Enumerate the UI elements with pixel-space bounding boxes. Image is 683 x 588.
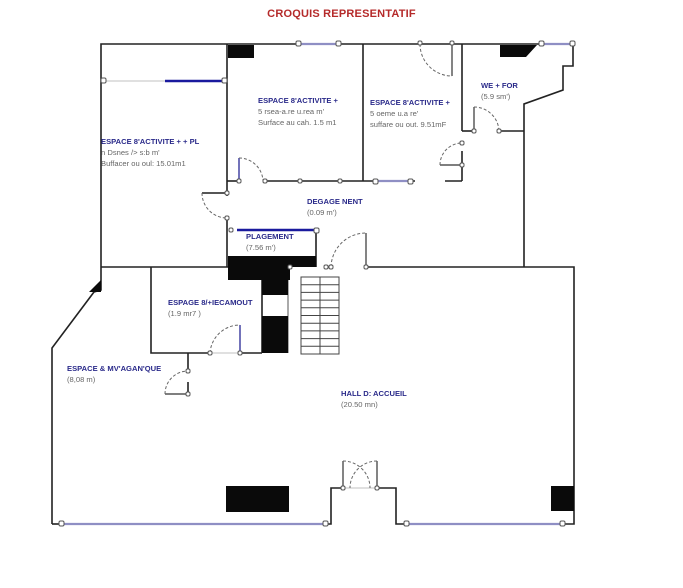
- room-name: ESPACE 8'ACTIVITE +: [370, 98, 450, 107]
- plan-title: CROQUIS REPRESENTATIF: [267, 8, 416, 20]
- jamb-markers: [58, 40, 576, 527]
- room-area: (5.9 sm'): [481, 92, 511, 101]
- room-area: suffare ou out. 9.51mF: [370, 120, 447, 129]
- windows: [61, 42, 573, 526]
- room-name: WE + FOR: [481, 81, 518, 90]
- room-activite-1: ESPACE 8'ACTIVITE + 5 rsea-a.re u.rea m'…: [258, 95, 338, 128]
- room-name: HALL D: ACCUEIL: [341, 389, 407, 398]
- room-name: PLAGEMENT: [246, 232, 294, 241]
- room-wc: WE + FOR (5.9 sm'): [481, 80, 518, 102]
- room-area: Surface au cah. 1.5 m1: [258, 118, 337, 127]
- room-name: ESPACE 8'ACTIVITE +: [258, 96, 338, 105]
- room-plagement: PLAGEMENT (7.56 m'): [246, 231, 294, 253]
- room-area: (7.56 m'): [246, 243, 276, 252]
- room-area: (8,08 m): [67, 375, 96, 384]
- room-detail: 5 rsea-a.re u.rea m': [258, 107, 325, 116]
- room-activite-2: ESPACE 8'ACTIVITE + 5 oeme u.a re' suffa…: [370, 97, 450, 130]
- room-name: ESPACE & MV'AGAN'QUE: [67, 364, 162, 373]
- room-hall: HALL D: ACCUEIL (20.50 mn): [341, 388, 407, 410]
- room-area: (20.50 mn): [341, 400, 378, 409]
- room-area: (0.09 m'): [307, 208, 337, 217]
- room-area: Buffacer ou oul: 15.01m1: [101, 159, 186, 168]
- room-mecamout: ESPAGE 8/+IECAMOUT (1.9 mr7 ): [168, 297, 252, 319]
- room-detail: 5 oeme u.a re': [370, 109, 419, 118]
- room-name: DEGAGE NENT: [307, 197, 363, 206]
- room-degagement: DEGAGE NENT (0.09 m'): [307, 196, 363, 218]
- room-name: ESPAGE 8/+IECAMOUT: [168, 298, 253, 307]
- room-activite-pl: ESPACE 8'ACTIVITE + + PL n Dsnes /> s:b …: [101, 136, 199, 169]
- doors: [164, 43, 500, 489]
- room-detail: n Dsnes /> s:b m': [101, 148, 160, 157]
- room-area: (1.9 mr7 ): [168, 309, 201, 318]
- solid-blocks: [89, 45, 574, 512]
- staircase: [300, 276, 340, 355]
- room-name: ESPACE 8'ACTIVITE + + PL: [101, 137, 200, 146]
- room-mecanique: ESPACE & MV'AGAN'QUE (8,08 m): [67, 363, 161, 385]
